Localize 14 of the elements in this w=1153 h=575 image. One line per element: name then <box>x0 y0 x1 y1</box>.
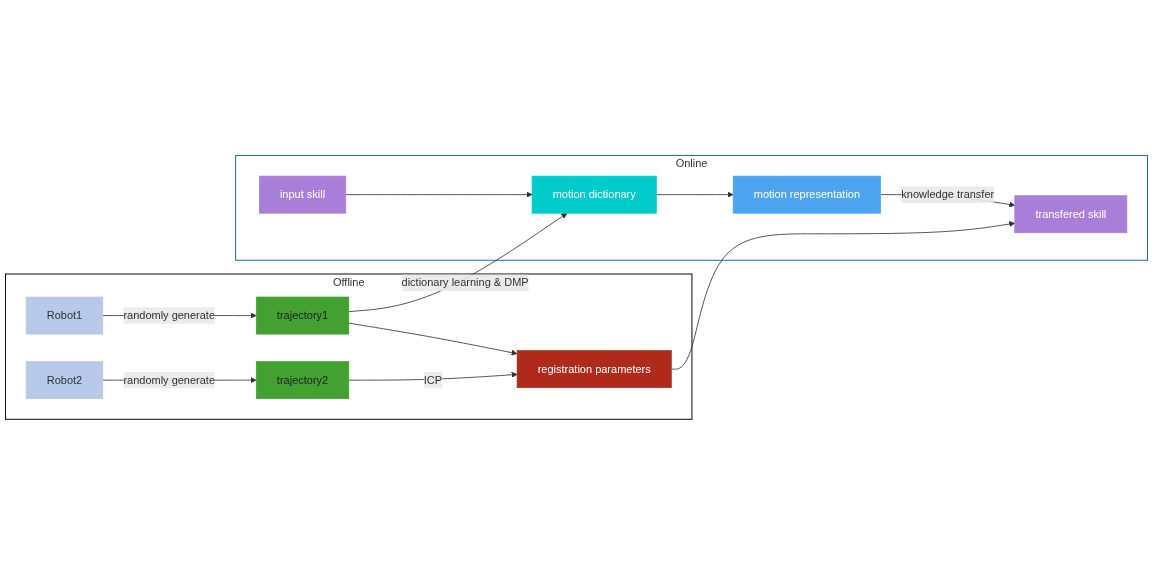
node-box: Robot1 <box>25 296 104 335</box>
node-box: input skill <box>258 175 347 214</box>
node-box: transfered skill <box>1014 195 1128 234</box>
node-box: Robot2 <box>25 361 104 400</box>
node-box: motion representation <box>732 175 882 214</box>
edge-label: ICP <box>423 374 443 386</box>
edge-label: knowledge transfer <box>901 188 995 201</box>
node-box: registration parameters <box>516 350 672 389</box>
edge-label: dictionary learning & DMP <box>401 276 529 289</box>
node-box: trajectory2 <box>255 361 350 400</box>
edge-label: randomly generate <box>123 374 216 386</box>
node-box: trajectory1 <box>255 296 350 335</box>
node-box: motion dictionary <box>531 175 657 214</box>
edge-label: randomly generate <box>123 309 216 322</box>
